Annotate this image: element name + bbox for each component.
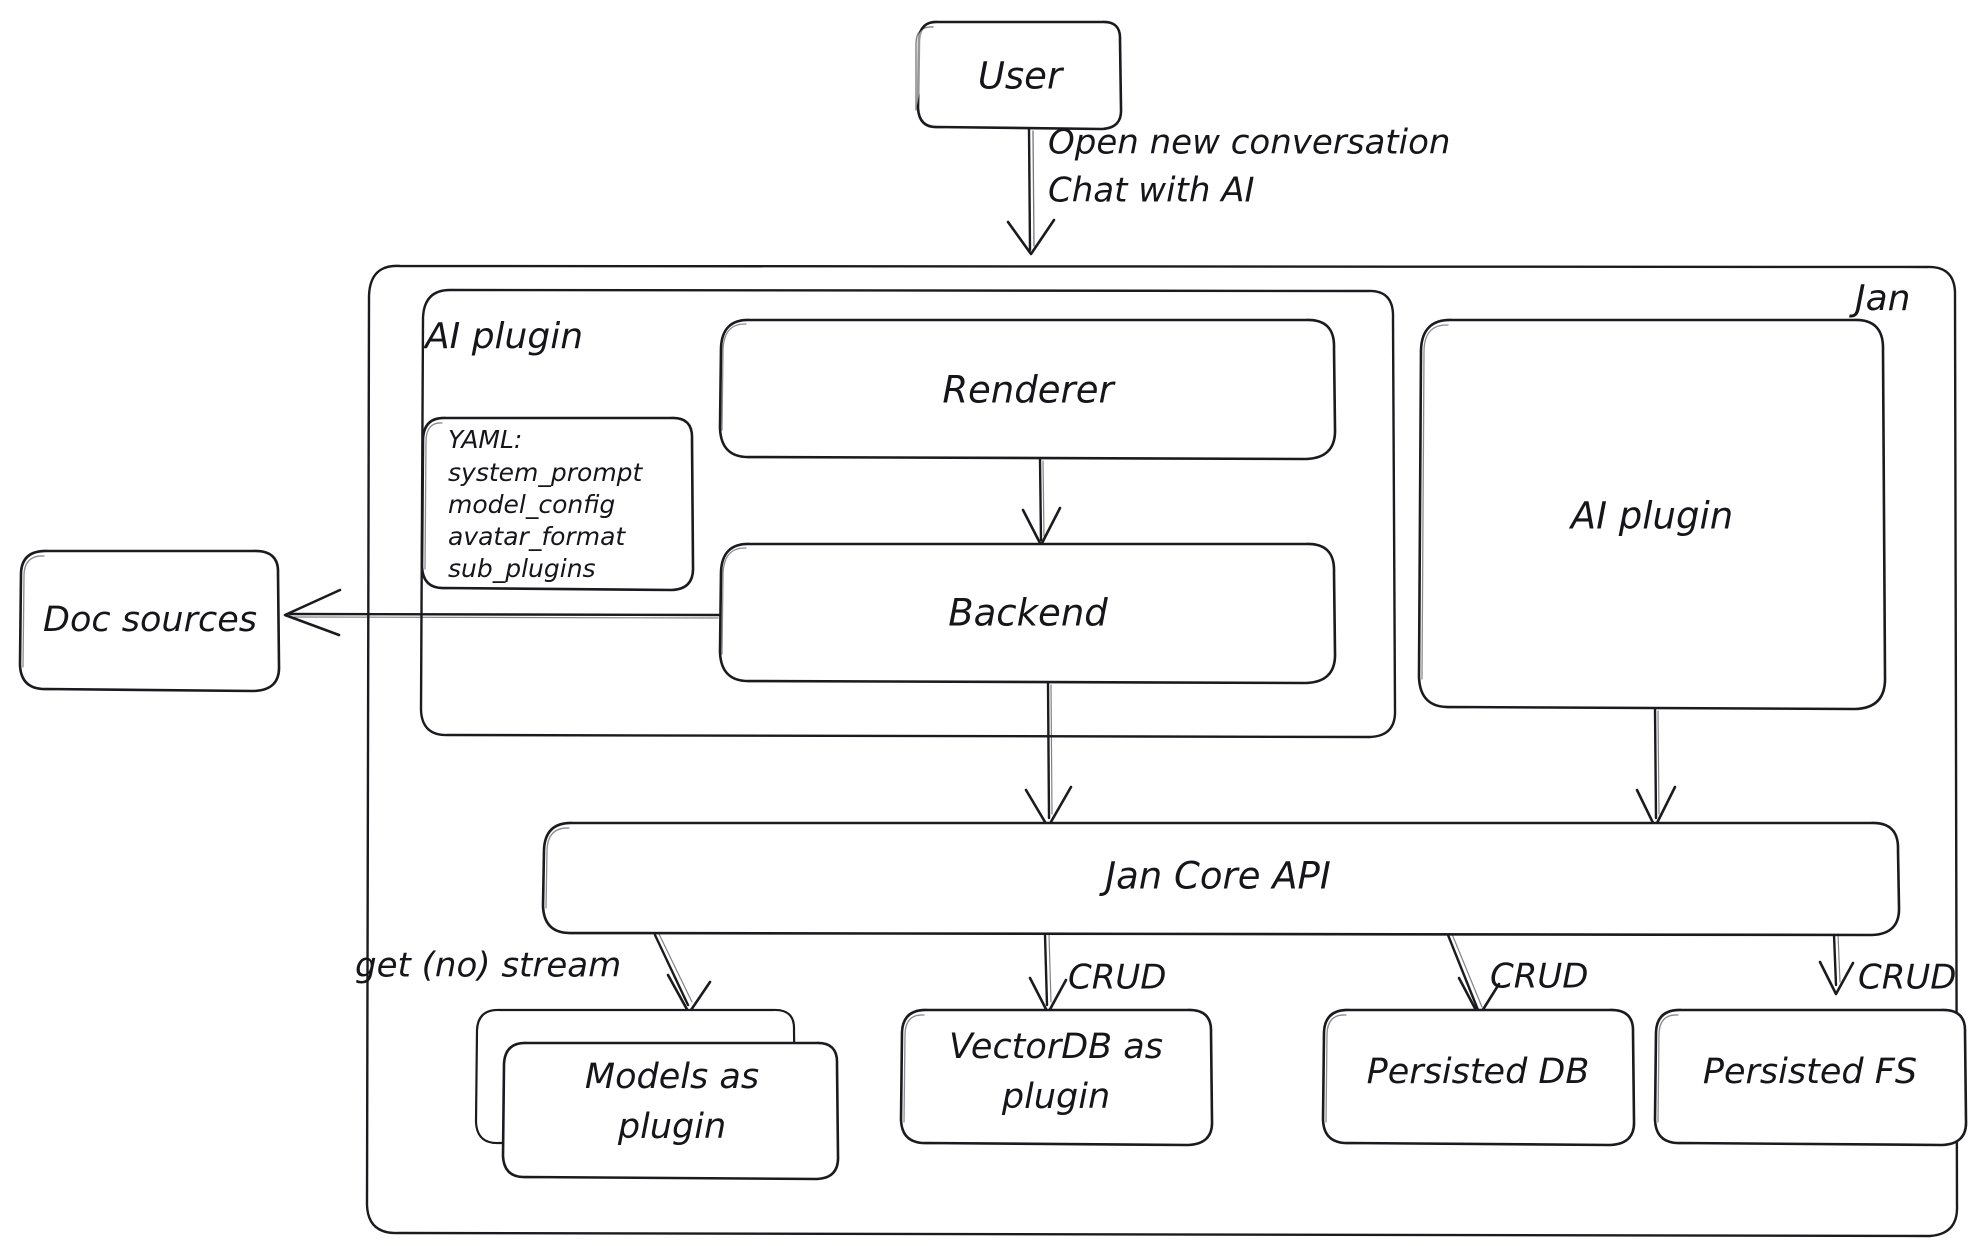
node-backend-shape xyxy=(718,542,1337,685)
edge-backend-to-doc-sources xyxy=(283,588,722,637)
node-renderer-label: Renderer xyxy=(942,369,1116,412)
edge-core-to-models: get (no) stream xyxy=(355,933,712,1015)
node-renderer[interactable]: Renderer xyxy=(718,318,1337,461)
edge-renderer-to-backend xyxy=(1021,457,1062,547)
node-persisted-fs[interactable]: Persisted FS xyxy=(1653,1008,1968,1147)
edge-core-to-vectordb-arrowhead xyxy=(1028,976,1068,1015)
edge-label-open-conversation: Open new conversation xyxy=(1048,123,1450,163)
node-models-as-plugin-label-line1: Models as xyxy=(585,1057,759,1097)
node-persisted-fs-label: Persisted FS xyxy=(1703,1052,1917,1092)
node-persisted-fs-sketch-stroke xyxy=(1657,1014,1679,1123)
node-user-label: User xyxy=(978,55,1065,98)
edge-label-crud-vectordb: CRUD xyxy=(1068,958,1166,998)
edge-core-to-vectordb-line xyxy=(1043,933,1049,1007)
edge-core-to-models-line xyxy=(653,933,690,1007)
ai-plugin-group-border xyxy=(419,288,1397,739)
jan-container-label: Jan xyxy=(1849,278,1911,319)
node-backend-label: Backend xyxy=(948,592,1108,635)
edge-ai-plugin-to-core-line xyxy=(1653,707,1658,820)
yaml-item-model-config: model_config xyxy=(448,490,615,519)
edge-core-to-persisted-fs-line xyxy=(1832,933,1838,987)
node-backend-sketch-stroke xyxy=(721,547,747,655)
edge-backend-to-doc-sources-line2 xyxy=(293,616,719,619)
node-vectordb-as-plugin-label-line2: plugin xyxy=(1001,1077,1110,1117)
node-backend[interactable]: Backend xyxy=(718,542,1337,685)
node-persisted-fs-shape xyxy=(1653,1008,1968,1147)
node-jan-core-api[interactable]: Jan Core API xyxy=(541,821,1901,937)
node-user-sketch-stroke xyxy=(915,26,934,111)
edge-ai-plugin-to-core xyxy=(1635,707,1677,829)
edge-user-to-renderer-line xyxy=(1027,127,1032,252)
edge-core-to-persisted-db-line2 xyxy=(1451,933,1483,1008)
edge-core-to-persisted-db-line xyxy=(1446,933,1480,1012)
yaml-card-title: YAML: xyxy=(448,425,522,454)
node-renderer-sketch-stroke xyxy=(721,323,747,431)
node-ai-plugin-shape xyxy=(1417,318,1887,711)
edge-backend-to-doc-sources-line xyxy=(288,612,722,617)
node-vectordb-as-plugin-sketch-stroke xyxy=(903,1014,925,1123)
edge-user-to-renderer-arrowhead xyxy=(1006,218,1056,256)
edge-backend-to-doc-sources-arrowhead xyxy=(283,588,342,637)
node-persisted-db-label: Persisted DB xyxy=(1367,1052,1590,1092)
edge-label-chat-with-ai: Chat with AI xyxy=(1048,171,1255,211)
edge-renderer-to-backend-line xyxy=(1038,457,1043,542)
yaml-card: YAML: system_prompt model_config avatar_… xyxy=(420,416,695,592)
node-vectordb-as-plugin-label-line1: VectorDB as xyxy=(949,1027,1163,1067)
ai-plugin-group-label: AI plugin xyxy=(423,316,583,357)
node-doc-sources-sketch-stroke xyxy=(22,555,45,668)
edge-user-to-renderer: Open new conversation Chat with AI xyxy=(1006,123,1450,256)
node-persisted-db-shape xyxy=(1321,1008,1636,1147)
node-vectordb-as-plugin-shape xyxy=(899,1008,1214,1147)
node-ai-plugin-label: AI plugin xyxy=(1569,495,1733,538)
jan-container: Jan xyxy=(365,264,1959,1238)
node-persisted-db-sketch-stroke xyxy=(1325,1014,1347,1123)
edge-label-crud-persisted-db: CRUD xyxy=(1490,957,1588,997)
node-models-as-plugin[interactable]: Models as plugin xyxy=(474,1008,840,1181)
edge-core-to-persisted-fs: CRUD xyxy=(1818,933,1956,998)
edge-core-to-persisted-db: CRUD xyxy=(1446,933,1588,1018)
edge-backend-to-core-line xyxy=(1046,681,1051,820)
node-persisted-db[interactable]: Persisted DB xyxy=(1321,1008,1636,1147)
node-ai-plugin[interactable]: AI plugin xyxy=(1417,318,1887,711)
node-user[interactable]: User xyxy=(915,20,1123,131)
edge-renderer-to-backend-line2 xyxy=(1042,460,1045,537)
edge-core-to-models-line2 xyxy=(658,933,693,1003)
jan-container-border xyxy=(365,264,1959,1238)
node-jan-core-api-shape xyxy=(541,821,1901,937)
node-doc-sources-label: Doc sources xyxy=(43,600,257,640)
yaml-item-sub-plugins: sub_plugins xyxy=(448,554,596,583)
edge-core-to-vectordb-line2 xyxy=(1048,933,1052,1003)
node-ai-plugin-sketch-stroke xyxy=(1421,324,1449,680)
node-vectordb-as-plugin[interactable]: VectorDB as plugin xyxy=(899,1008,1214,1147)
ai-plugin-group: AI plugin xyxy=(419,288,1397,739)
node-doc-sources-shape xyxy=(18,549,281,693)
edge-core-to-persisted-fs-line2 xyxy=(1837,933,1841,983)
edge-core-to-vectordb: CRUD xyxy=(1028,933,1166,1015)
node-jan-core-api-sketch-stroke xyxy=(545,827,570,909)
yaml-item-avatar-format: avatar_format xyxy=(448,522,626,551)
edge-core-to-models-arrowhead xyxy=(666,973,712,1015)
edge-core-to-persisted-fs-arrowhead xyxy=(1818,960,1855,996)
edge-ai-plugin-to-core-line2 xyxy=(1657,710,1660,815)
node-models-as-plugin-front-shape xyxy=(501,1041,840,1181)
node-models-as-plugin-label-line2: plugin xyxy=(617,1107,726,1147)
node-renderer-shape xyxy=(718,318,1337,461)
edge-backend-to-core-line2 xyxy=(1050,684,1053,815)
node-jan-core-api-label: Jan Core API xyxy=(1098,855,1331,898)
edge-user-to-renderer-line2 xyxy=(1032,130,1035,247)
edge-label-get-no-stream: get (no) stream xyxy=(355,946,621,986)
edge-label-crud-persisted-fs: CRUD xyxy=(1858,958,1956,998)
yaml-card-shape xyxy=(420,416,695,592)
yaml-card-sketch-stroke xyxy=(424,422,443,570)
edge-backend-to-core xyxy=(1024,681,1073,829)
node-doc-sources[interactable]: Doc sources xyxy=(18,549,281,693)
yaml-item-system-prompt: system_prompt xyxy=(448,458,644,487)
